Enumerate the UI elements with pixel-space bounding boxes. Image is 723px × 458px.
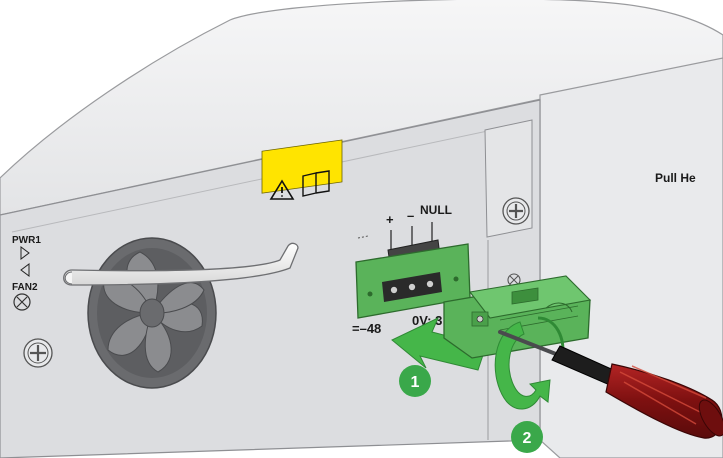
step-number-2: 2 xyxy=(523,430,532,447)
step-number-1: 1 xyxy=(411,374,420,391)
power-receptacle xyxy=(355,239,471,319)
chassis-top xyxy=(0,0,723,216)
terminal-legend: + – NULL xyxy=(357,203,452,250)
pwr1-indicator-icon xyxy=(20,246,30,260)
warning-triangle-icon xyxy=(269,179,295,200)
terminal-minus-label: – xyxy=(407,208,414,223)
screw-indicator-icon xyxy=(13,293,31,311)
warning-label xyxy=(261,139,343,200)
screwdriver-icon xyxy=(498,330,723,439)
step-badge-2: 2 xyxy=(511,421,543,453)
pwr1-label: PWR1 xyxy=(12,235,41,246)
step-badge-1: 1 xyxy=(399,365,431,397)
status-indicators: PWR1 FAN2 xyxy=(12,235,41,311)
voltage-label-left: =–48 xyxy=(352,321,381,336)
captive-screw-icon xyxy=(502,197,530,225)
captive-screw-icon xyxy=(23,338,53,368)
fan2-label: FAN2 xyxy=(12,282,38,293)
pull-handle-label: Pull He xyxy=(655,171,696,185)
power-connector-plug xyxy=(443,275,592,359)
open-book-icon xyxy=(302,170,330,197)
terminal-null-label: NULL xyxy=(420,203,452,217)
handle xyxy=(63,242,299,286)
terminal-plus-label: + xyxy=(386,212,394,227)
fan2-indicator-icon xyxy=(20,263,30,277)
fan-icon xyxy=(87,237,217,389)
